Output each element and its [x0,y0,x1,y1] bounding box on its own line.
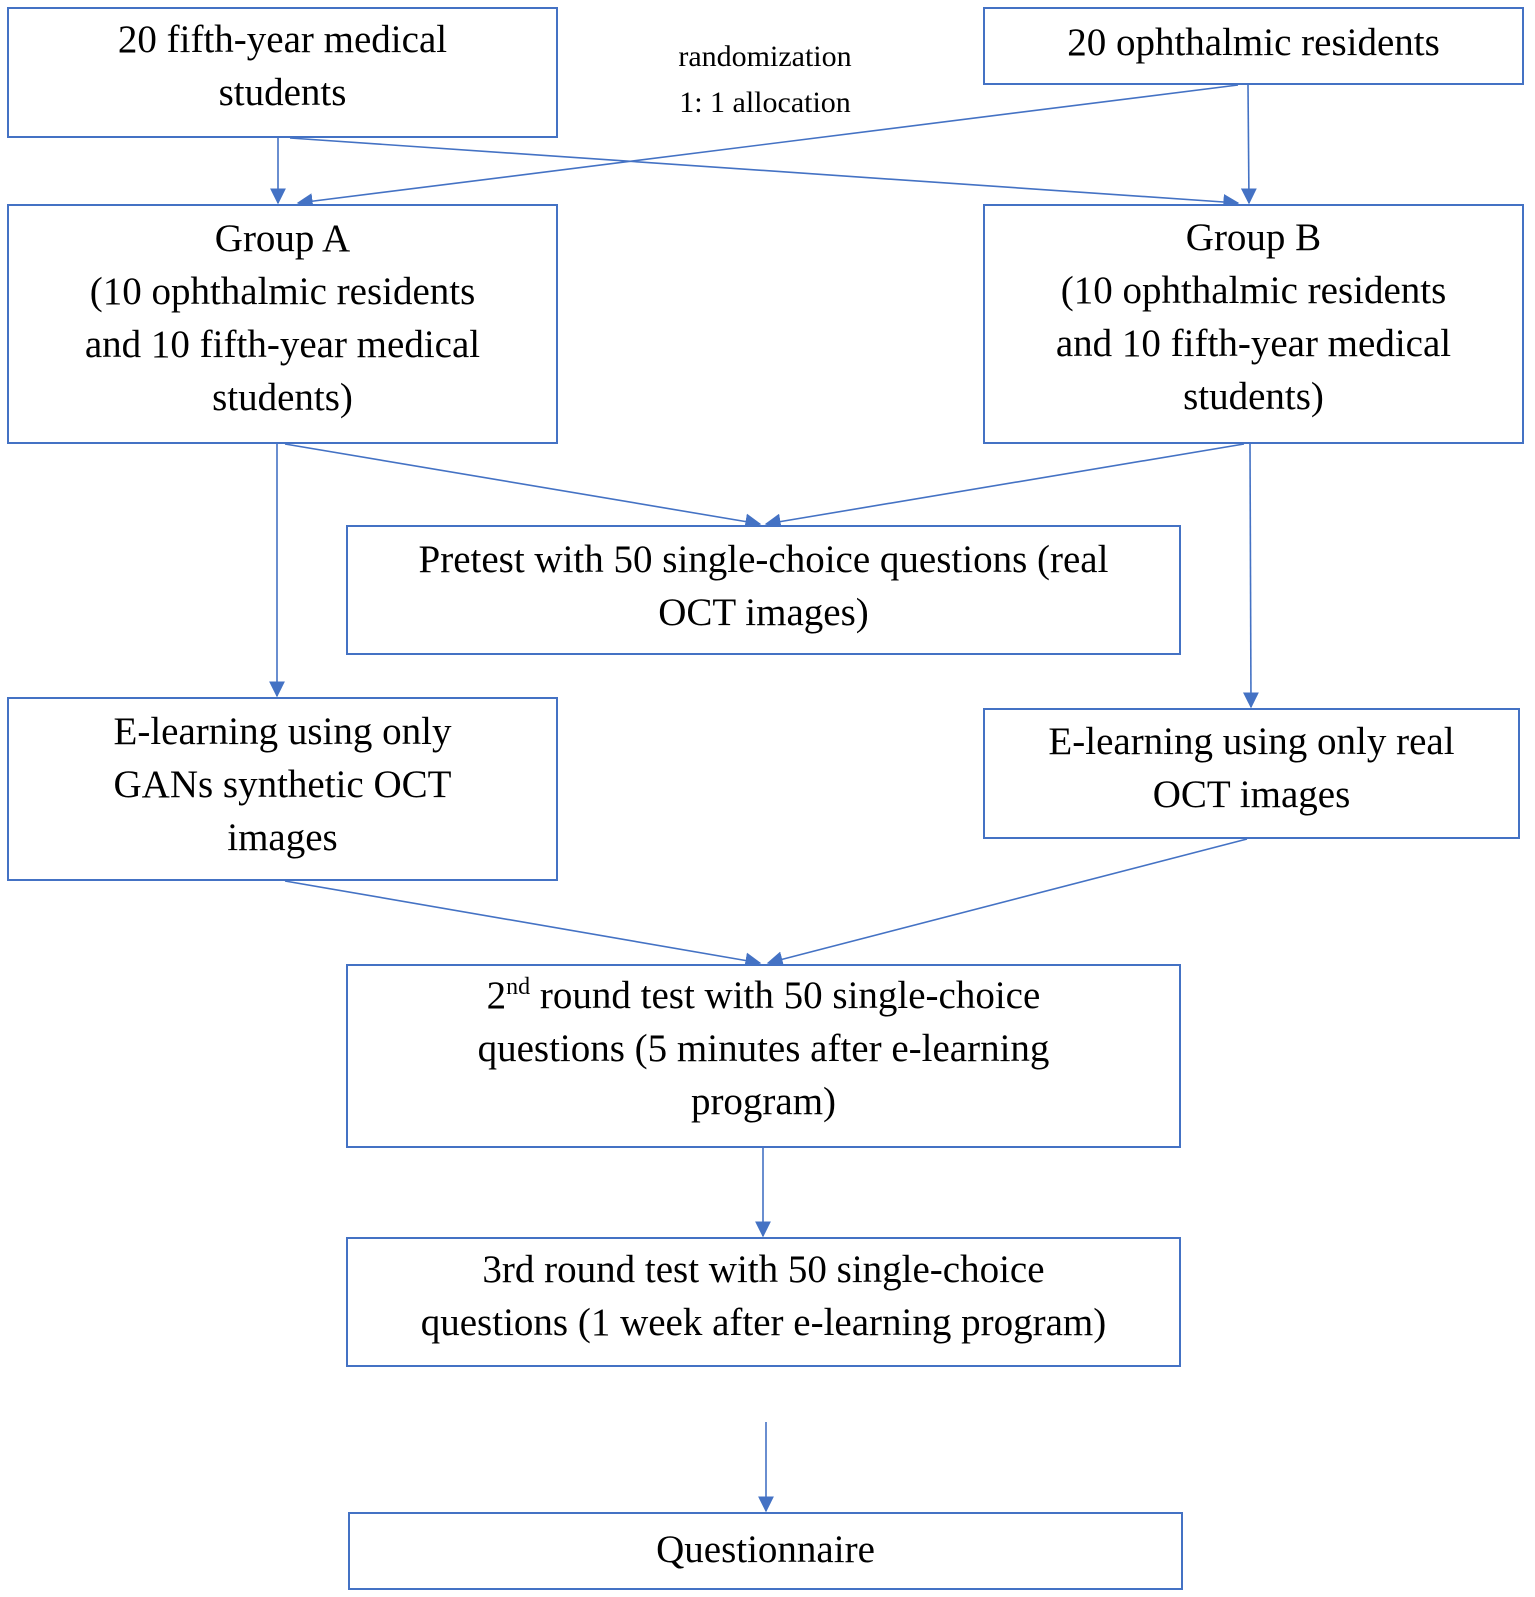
round3-line-1: 3rd round test with 50 single-choice [482,1248,1045,1291]
round3-line-2: questions (1 week after e-learning progr… [420,1301,1107,1344]
group-b-box: Group B (10 ophthalmic residents and 10 … [983,204,1524,444]
group-b-line-2: (10 ophthalmic residents [1060,269,1447,312]
arrow-students-to-group-b [289,137,1240,210]
group-b-line-3: and 10 fifth-year medical [1055,322,1452,365]
group-b-title: Group B [1185,216,1322,259]
arrow-elearning-a-to-round2 [284,880,762,969]
round2-line-3: program) [690,1079,837,1123]
group-a-line-2: (10 ophthalmic residents [89,270,476,313]
residents-box: 20 ophthalmic residents [983,7,1524,85]
questionnaire-box: Questionnaire [348,1512,1183,1590]
pretest-line-2: OCT images) [658,591,869,634]
arrow-residents-to-group-a [296,84,1239,210]
round3-test-box: 3rd round test with 50 single-choice que… [346,1237,1181,1367]
group-a-title: Group A [214,217,351,260]
group-a-line-3: and 10 fifth-year medical [84,323,481,366]
randomization-label: randomization 1: 1 allocation [640,34,890,126]
arrow-elearning-b-to-round2 [766,838,1248,968]
round2-test-box: 2nd round test with 50 single-choice que… [346,964,1181,1148]
elearning-b-line-2: OCT images [1152,772,1351,816]
students-line-1: 20 fifth-year medical [117,17,448,61]
group-a-box: Group A (10 ophthalmic residents and 10 … [7,204,558,444]
arrow-group-a-to-pretest [284,443,762,530]
elearning-b-line-1: E-learning using only real [1048,719,1455,763]
students-line-2: students [218,70,347,114]
students-box: 20 fifth-year medical students [7,7,558,138]
questionnaire-label: Questionnaire [656,1527,875,1571]
round2-ordinal-number: 2 [486,973,507,1017]
pretest-line-1: Pretest with 50 single-choice questions … [418,538,1109,581]
arrow-residents-to-group-b [1240,84,1257,205]
elearning-a-box: E-learning using only GANs synthetic OCT… [7,697,558,881]
arrow-group-b-to-pretest [764,443,1245,530]
pretest-box: Pretest with 50 single-choice questions … [346,525,1181,655]
round2-line-1-rest: round test with 50 single-choice [530,973,1041,1017]
elearning-a-line-3: images [227,815,338,859]
group-b-line-4: students) [1183,375,1324,418]
allocation-line: 1: 1 allocation [679,86,851,119]
elearning-b-box: E-learning using only real OCT images [983,708,1520,839]
group-a-line-4: students) [212,376,353,419]
elearning-a-line-1: E-learning using only [113,709,452,753]
randomization-line-1: randomization [678,40,852,73]
arrow-group-b-to-elearning-b [1242,443,1259,709]
round2-line-2: questions (5 minutes after e-learning [477,1026,1050,1070]
residents-line-1: 20 ophthalmic residents [1067,20,1440,64]
elearning-a-line-2: GANs synthetic OCT [113,762,452,806]
round2-ordinal-suffix: nd [506,973,531,1000]
round2-line-1: 2nd round test with 50 single-choice [478,969,1050,1022]
